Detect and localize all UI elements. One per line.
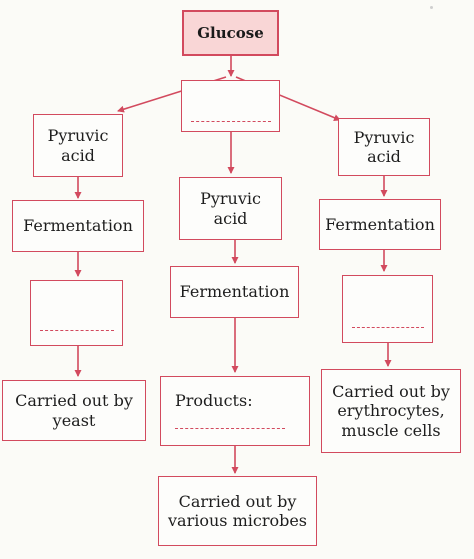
left-blank-line: [39, 329, 114, 331]
middle-pyruvic-box: Pyruvic acid: [179, 177, 282, 240]
middle-fermentation-label: Fermentation: [179, 282, 290, 302]
glucose-label: Glucose: [197, 24, 264, 42]
right-fermentation-label: Fermentation: [325, 214, 435, 234]
left-fermentation-box: Fermentation: [12, 200, 144, 252]
middle-pyruvic-label: Pyruvic acid: [200, 189, 261, 228]
scan-speck: [430, 6, 433, 9]
right-pyruvic-box: Pyruvic acid: [338, 118, 430, 176]
left-carried-box: Carried out by yeast: [2, 380, 146, 441]
left-carried-label: Carried out by yeast: [15, 391, 133, 430]
left-blank-box: [30, 280, 123, 346]
right-blank-box: [342, 275, 433, 343]
right-carried-box: Carried out by erythrocytes, muscle cell…: [321, 369, 461, 453]
right-pyruvic-label: Pyruvic acid: [353, 127, 415, 166]
left-pyruvic-label: Pyruvic acid: [47, 126, 109, 165]
middle-products-box: Products:: [160, 376, 310, 446]
center-blank-box: [181, 80, 280, 132]
middle-fermentation-box: Fermentation: [170, 266, 299, 318]
right-blank-line: [351, 326, 424, 328]
right-carried-label: Carried out by erythrocytes, muscle cell…: [332, 382, 450, 440]
left-fermentation-label: Fermentation: [23, 216, 133, 236]
middle-carried-label: Carried out by various microbes: [167, 491, 308, 530]
glucose-box: Glucose: [182, 10, 279, 56]
center-blank-line: [190, 120, 271, 122]
middle-products-blank-line: [175, 428, 285, 430]
left-pyruvic-box: Pyruvic acid: [33, 114, 123, 177]
middle-carried-box: Carried out by various microbes: [158, 476, 317, 546]
right-fermentation-box: Fermentation: [319, 199, 441, 250]
middle-products-label: Products:: [175, 391, 253, 410]
